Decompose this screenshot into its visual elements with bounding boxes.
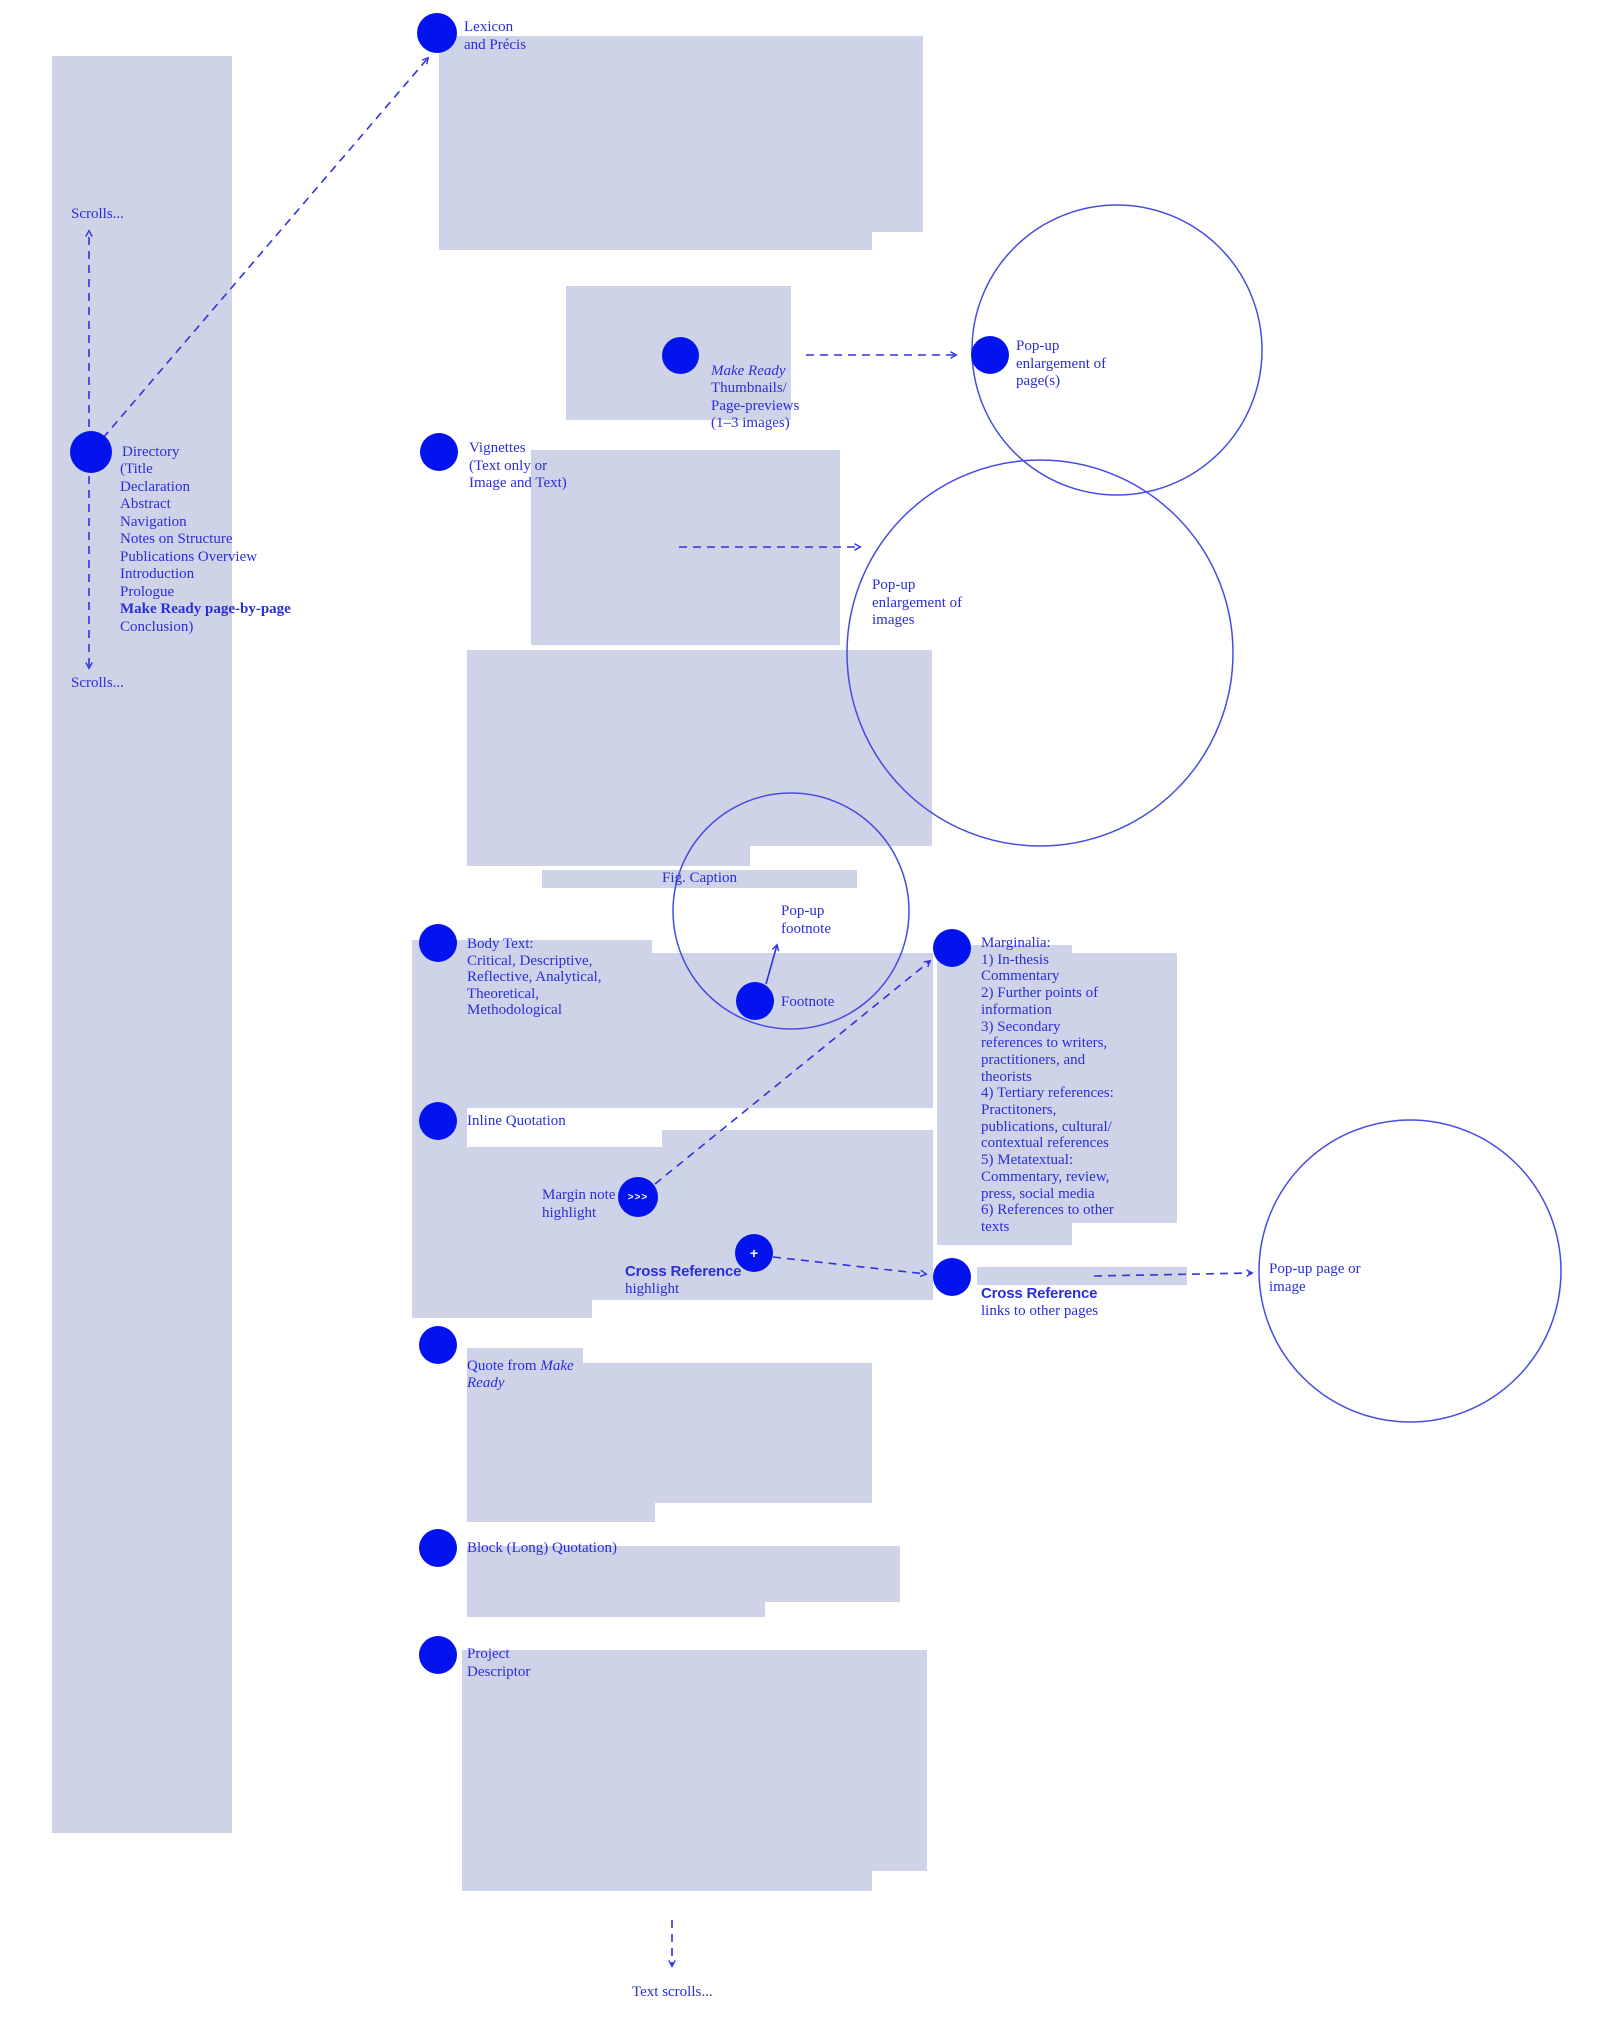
marginalia-block-wide: [937, 953, 1177, 1223]
inline-quotation-notch: [467, 1130, 662, 1147]
body-text-label: Body Text: Critical, Descriptive, Reflec…: [467, 936, 602, 1018]
popup-footnote-label: Pop-up footnote: [781, 903, 831, 937]
quote-block-top-notch: [583, 1348, 872, 1363]
inline-quotation-dot: [419, 1102, 457, 1140]
margin-note-to-marginalia-arrow: [654, 959, 932, 1185]
cross-ref-links-bold: Cross Reference: [981, 1284, 1098, 1302]
popup-images-label: Pop-up enlargement of images: [872, 577, 963, 628]
quote-italic-ready: Ready: [467, 1375, 505, 1391]
marginalia-dot: [933, 929, 971, 967]
make-ready-thumbs-lines: Thumbnails/ Page-previews (1–3 images): [711, 380, 800, 431]
footnote-label: Footnote: [781, 994, 835, 1010]
marginalia-label: Marginalia: 1) In-thesis Commentary 2) F…: [981, 935, 1114, 1235]
cross-ref-to-links-arrow: [772, 1256, 928, 1278]
lexicon-block-notch: [872, 232, 924, 251]
quote-dot: [419, 1326, 457, 1364]
links-to-popup-page-arrow: [1093, 1269, 1254, 1277]
body-text-top-step: [652, 940, 933, 953]
quote-block-bottom-notch: [655, 1503, 872, 1522]
quote-block: [467, 1348, 872, 1522]
popup-page-image-circle: [1258, 1119, 1562, 1423]
directory-item-conclusion: Conclusion): [120, 619, 194, 635]
cross-ref-links-dot: [933, 1258, 971, 1296]
quote-label: Quote from Make Ready: [467, 1340, 574, 1410]
popup-images-circle: [846, 459, 1234, 847]
directory-to-lexicon-arrow: [102, 56, 430, 439]
project-block: [462, 1650, 927, 1891]
inline-quotation-band: [467, 1108, 933, 1130]
body-text-bottom-step: [592, 1300, 933, 1318]
scrolls-top-label: Scrolls...: [71, 206, 124, 222]
quote-prefix: Quote from: [467, 1357, 541, 1374]
cross-ref-highlight-label: Cross Reference highlight: [625, 1245, 741, 1316]
cross-ref-highlight-normal: highlight: [625, 1281, 680, 1297]
popup-footnote-circle: [672, 792, 910, 1030]
text-scrolls-label: Text scrolls...: [632, 1984, 713, 2000]
footnote-to-popup-footnote-arrow: [765, 943, 780, 985]
vignettes-label: Vignettes (Text only or Image and Text): [469, 440, 567, 491]
fig-caption-strip: [542, 870, 857, 888]
footnote-dot: [736, 982, 774, 1020]
cross-ref-highlight-bold: Cross Reference: [625, 1262, 742, 1280]
popup-page-or-image-label: Pop-up page or image: [1269, 1261, 1361, 1295]
popup-pages-dot: [971, 336, 1009, 374]
project-block-notch: [872, 1871, 927, 1891]
scrolls-bottom-label: Scrolls...: [71, 675, 124, 691]
directory-label: Directory: [122, 444, 180, 460]
vignettes-dot: [420, 433, 458, 471]
margin-note-dot: >>>: [618, 1177, 658, 1217]
lexicon-dot: [417, 13, 457, 53]
make-ready-italic: Make Ready: [711, 362, 786, 379]
sidebar-block: [52, 56, 232, 1833]
figure-block: [467, 650, 932, 866]
quote-italic-make: Make: [540, 1357, 574, 1374]
inline-quotation-label: Inline Quotation: [467, 1113, 566, 1129]
block-quotation-dot: [419, 1529, 457, 1567]
margin-note-label: Margin note highlight: [542, 1187, 616, 1221]
popup-pages-label: Pop-up enlargement of page(s): [1016, 338, 1107, 389]
block-quotation-notch: [765, 1602, 900, 1617]
lexicon-label: Lexicon and Précis: [464, 19, 527, 53]
cross-ref-links-strip: [977, 1267, 1187, 1285]
project-dot: [419, 1636, 457, 1674]
fig-caption-label: Fig. Caption: [661, 870, 737, 886]
lexicon-block: [439, 36, 923, 250]
project-descriptor-label: Project Descriptor: [467, 1646, 531, 1680]
directory-items: (Title Declaration Abstract Navigation N…: [120, 461, 258, 600]
block-quotation-label: Block (Long) Quotation): [467, 1540, 617, 1556]
figure-block-notch: [750, 846, 933, 867]
cross-ref-links-label: Cross Reference links to other pages: [981, 1267, 1098, 1338]
make-ready-thumbs-dot: [662, 337, 699, 374]
body-text-dot: [419, 924, 457, 962]
cross-ref-plus-dot: +: [735, 1234, 773, 1272]
directory-item-make-ready: Make Ready page-by-page: [120, 601, 291, 617]
directory-dot: [70, 431, 112, 473]
cross-ref-links-normal: links to other pages: [981, 1303, 1099, 1319]
